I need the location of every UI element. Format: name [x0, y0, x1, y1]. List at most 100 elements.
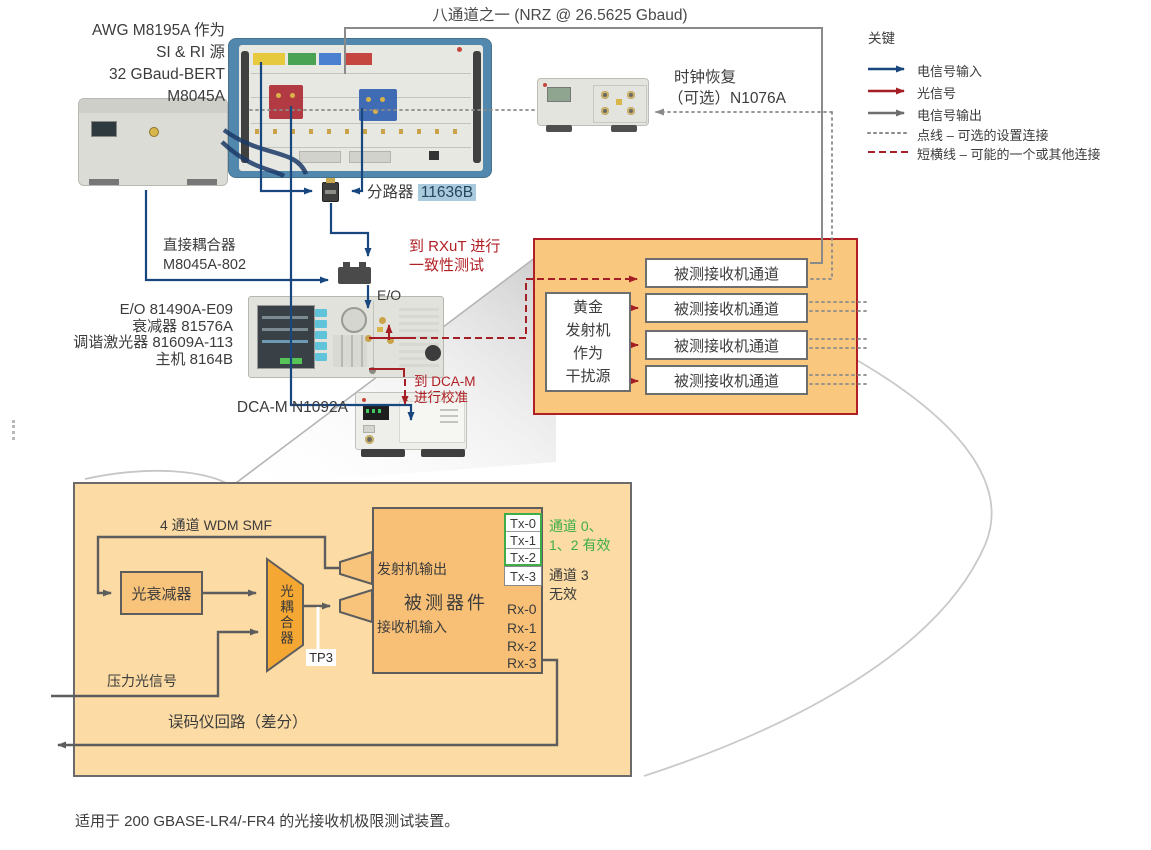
button: [363, 425, 375, 433]
gold-connector: [380, 97, 385, 102]
splitter-part-number: 11636B: [417, 184, 477, 201]
softkey: [315, 331, 327, 339]
power-splitter-component: [322, 178, 339, 202]
brand-dot: [362, 398, 366, 402]
splitter-stripe: [325, 190, 336, 194]
io-plate: [349, 151, 391, 163]
eo-stack-line4: 主机 8164B: [155, 350, 233, 368]
eo-stack-line1: E/O 81490A-E09: [119, 301, 233, 318]
pickoff-coupler-component: [338, 262, 371, 284]
softkey: [315, 353, 327, 361]
upper-receiver-box: [533, 238, 858, 415]
screen-line: [280, 358, 302, 364]
dcam-sampling-scope: [355, 392, 467, 457]
softkey: [315, 309, 327, 317]
cr-connector: [601, 107, 609, 115]
legend-item-electrical-out: 电信号输出: [917, 108, 983, 123]
cr-connector: [627, 107, 635, 115]
label-line: [440, 421, 458, 423]
awg-label-line2: SI & RI 源: [156, 44, 225, 61]
instrument-foot: [421, 449, 465, 457]
awg-bert-chassis: [228, 38, 492, 178]
rotary-knob-small: [425, 345, 441, 361]
clock-recovery-line1: 时钟恢复: [674, 69, 737, 86]
eo-stack-line3: 调谐激光器 81609A-113: [73, 334, 233, 351]
module-divider: [373, 301, 374, 375]
connector-block-yellow: [253, 53, 285, 65]
direct-coupler-line2: M8045A-802: [163, 257, 247, 273]
legend-item-electrical-in: 电信号输入: [917, 64, 983, 79]
display-digits: [366, 409, 382, 413]
dcam-label: DCA-M N1092A: [236, 399, 348, 416]
clock-recovery-line2: （可选）N1076A: [668, 90, 787, 107]
gold-connector: [366, 97, 371, 102]
connector-row: [255, 129, 471, 134]
red-module: [269, 85, 303, 119]
instrument-screen: [91, 121, 117, 137]
warn-label: [616, 99, 622, 105]
direct-coupler-label: 直接耦合器 M8045A-802: [163, 237, 246, 275]
instrument-foot: [361, 449, 405, 457]
label-line: [440, 409, 458, 411]
rotary-knob: [341, 307, 367, 333]
laser-port: [149, 127, 159, 137]
instrument-foot: [187, 179, 217, 185]
coupler-tab: [343, 262, 350, 268]
blue-module: [359, 89, 397, 121]
lower-stress-panel: [73, 482, 632, 777]
mainframe-8164b: [248, 296, 444, 378]
direct-coupler-line1: 直接耦合器: [163, 238, 236, 254]
screen-line: [262, 316, 308, 319]
io-plate: [299, 151, 341, 163]
gold-connector: [290, 93, 295, 98]
mainframe-screen: [257, 305, 315, 369]
connector-block-green: [288, 53, 316, 65]
module-divider: [251, 123, 471, 124]
clock-recovery-label: 时钟恢复 （可选）N1076A: [668, 67, 786, 109]
chassis-handle-left: [241, 51, 249, 163]
keypad: [333, 335, 367, 367]
awg-label-line3: 32 GBaud-BERT: [108, 66, 225, 83]
rxut-note: 到 RXuT 进行 一致性测试: [409, 237, 500, 275]
instrument-foot: [611, 125, 637, 132]
softkey: [315, 320, 327, 328]
splitter-label: 分路器 11636B: [367, 180, 477, 202]
rxut-note-line2: 一致性测试: [409, 257, 485, 274]
title-note: 八通道之一 (NRZ @ 26.5625 Gbaud): [432, 7, 688, 24]
gold-connector: [369, 367, 376, 374]
attenuator-box: [120, 571, 203, 615]
splitter-name: 分路器: [367, 184, 418, 201]
cr-connector: [627, 91, 635, 99]
screen-line: [262, 340, 308, 343]
instrument-foot: [89, 179, 119, 185]
legend-item-optical: 光信号: [917, 86, 957, 101]
lan-port: [429, 151, 439, 160]
brand-dot: [457, 47, 462, 52]
connector-block-red: [344, 53, 372, 65]
gold-connector: [276, 93, 281, 98]
splitter-cap: [326, 178, 335, 183]
screen-line: [262, 328, 308, 331]
softkey: [315, 342, 327, 350]
cr-display: [547, 87, 571, 102]
cr-connector: [601, 91, 609, 99]
figure-caption: 适用于 200 GBASE-LR4/-FR4 的光接收机极限测试装置。: [75, 813, 460, 830]
gold-connector: [379, 317, 386, 324]
gold-connector: [387, 337, 394, 344]
warn-label: [377, 327, 383, 332]
eo-stack-label: E/O 81490A-E09 衰减器 81576A 调谐激光器 81609A-1…: [55, 301, 233, 368]
legend-item-dashed: 短横线 – 可能的一个或其他连接: [917, 147, 1101, 162]
gold-connector: [373, 109, 378, 114]
label-line: [440, 415, 458, 417]
clock-recovery-instrument: [537, 78, 649, 132]
module-divider: [251, 73, 471, 74]
module-divider: [251, 147, 471, 148]
legend-item-dotted: 点线 – 可选的设置连接: [917, 128, 1049, 143]
instrument-foot: [546, 125, 572, 132]
awg-label-line1: AWG M8195A 作为: [92, 22, 225, 39]
legend-title: 关键: [868, 31, 895, 46]
instrument-top-strip: [79, 99, 227, 113]
awg-label: AWG M8195A 作为 SI & RI 源 32 GBaud-BERT M8…: [25, 20, 225, 108]
dut-box: [372, 507, 543, 674]
